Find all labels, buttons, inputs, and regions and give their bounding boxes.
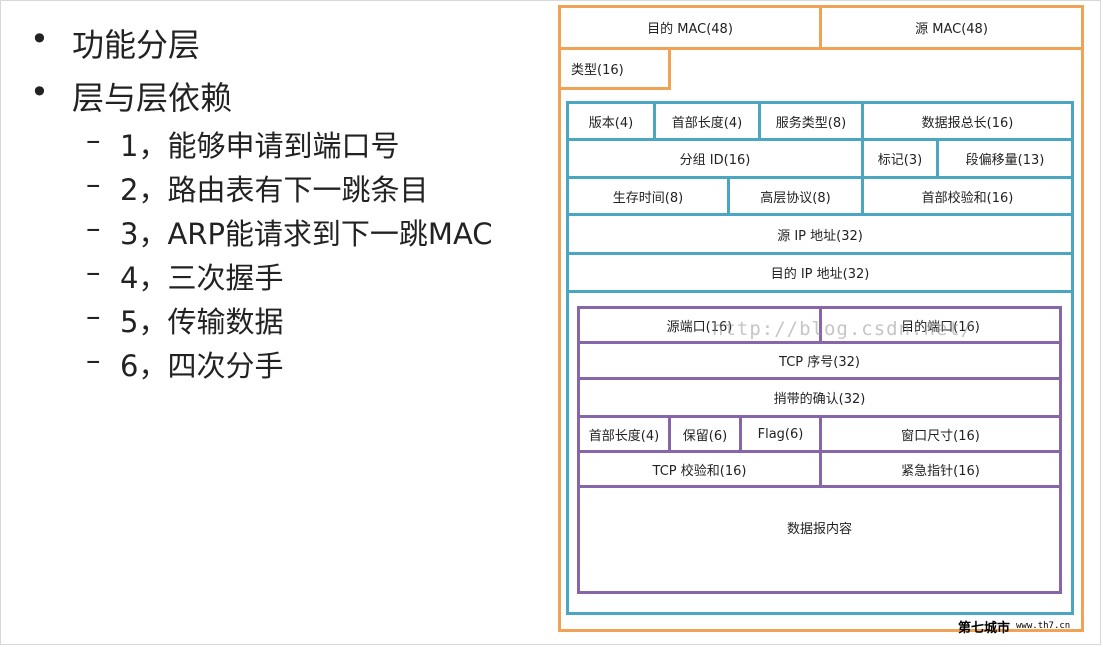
tcp-sequence-number: TCP 序号(32): [577, 341, 1062, 380]
dash-marker: –: [86, 211, 101, 245]
ip-source-address: 源 IP 地址(32): [566, 213, 1074, 255]
tcp-flag: Flag(6): [739, 415, 822, 453]
eth-dst-mac: 目的 MAC(48): [558, 5, 822, 50]
sub-item-text: 3，ARP能请求到下一跳MAC: [120, 217, 493, 251]
ip-destination-address: 目的 IP 地址(32): [566, 252, 1074, 293]
dash-marker: –: [86, 343, 101, 377]
dash-marker: –: [86, 299, 101, 333]
logo-name: 第七城市: [958, 620, 1011, 636]
bullet-marker: •: [30, 73, 49, 111]
ip-total-length: 数据报总长(16): [861, 101, 1074, 141]
bullet-text: 层与层依赖: [72, 79, 233, 117]
ip-service-type: 服务类型(8): [758, 101, 864, 141]
dash-marker: –: [86, 167, 101, 201]
ip-header-length: 首部长度(4): [653, 101, 761, 141]
eth-src-mac: 源 MAC(48): [819, 5, 1084, 50]
tcp-destination-port: 目的端口(16): [819, 306, 1062, 344]
bullet-text: 功能分层: [72, 26, 201, 64]
ip-group-id: 分组 ID(16): [566, 138, 864, 179]
tcp-checksum: TCP 校验和(16): [577, 450, 822, 488]
sub-item-text: 6，四次分手: [120, 349, 284, 383]
sub-item-text: 2，路由表有下一跳条目: [120, 173, 429, 207]
logo-url: www.th7.cn: [1016, 621, 1071, 631]
bullet-marker: •: [30, 20, 49, 58]
ip-protocol: 高层协议(8): [727, 176, 864, 216]
ip-fragment-offset: 段偏移量(13): [936, 138, 1074, 179]
tcp-urgent-pointer: 紧急指针(16): [819, 450, 1062, 488]
tcp-payload: 数据报内容: [577, 485, 1062, 594]
ip-flags: 标记(3): [861, 138, 939, 179]
dash-marker: –: [86, 255, 101, 289]
ip-header-checksum: 首部校验和(16): [861, 176, 1074, 216]
ip-version: 版本(4): [566, 101, 656, 141]
sub-item-text: 4，三次握手: [120, 261, 284, 295]
dash-marker: –: [86, 123, 101, 157]
tcp-source-port: 源端口(16): [577, 306, 822, 344]
tcp-ack-number: 捎带的确认(32): [577, 377, 1062, 418]
ip-ttl: 生存时间(8): [566, 176, 730, 216]
tcp-window-size: 窗口尺寸(16): [819, 415, 1062, 453]
site-logo: 第七城市 www.th7.cn: [958, 617, 1098, 636]
sub-item-text: 1，能够申请到端口号: [120, 129, 400, 163]
sub-item-text: 5，传输数据: [120, 305, 284, 339]
tcp-header-length: 首部长度(4): [577, 415, 671, 453]
eth-type: 类型(16): [558, 47, 671, 90]
tcp-reserved: 保留(6): [668, 415, 742, 453]
